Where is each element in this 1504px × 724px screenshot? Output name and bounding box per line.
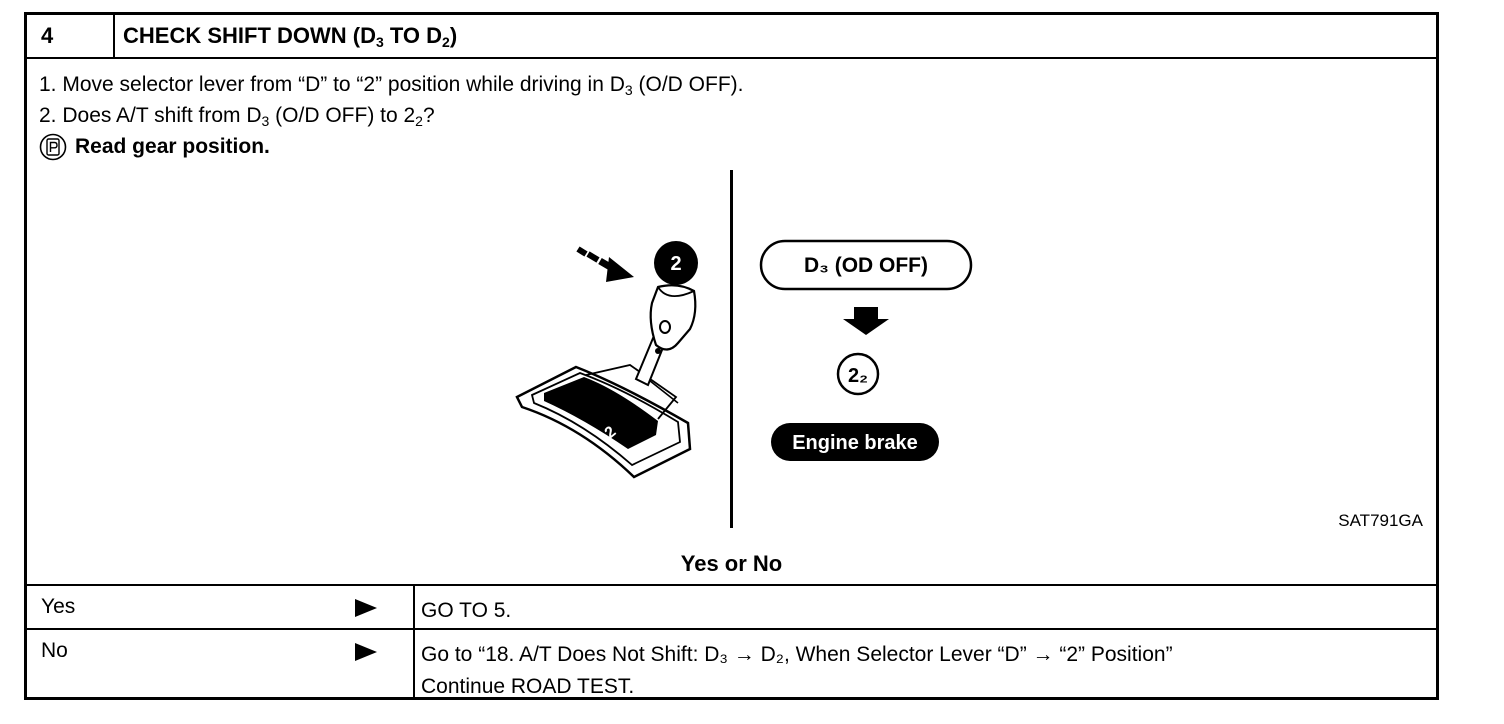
result-label: Yes [41, 595, 76, 618]
figure-divider [730, 170, 733, 528]
svg-text:D₃ (OD OFF): D₃ (OD OFF) [804, 254, 928, 277]
decision-question: Yes or No [680, 551, 783, 576]
svg-text:Engine brake: Engine brake [792, 432, 918, 454]
row-divider [413, 630, 415, 700]
result-action: GO TO 5. [421, 599, 512, 622]
svg-text:2: 2 [670, 253, 681, 275]
shift-flow-diagram: D₃ (OD OFF) 2₂ Engine brake [759, 239, 973, 461]
step-number: 4 [27, 15, 115, 57]
selector-lever [634, 284, 697, 387]
flow-to-circle: 2₂ [836, 352, 880, 396]
p-circle-icon [39, 134, 67, 161]
down-arrow-icon [843, 307, 889, 335]
diagnostic-procedure-card: 4 CHECK SHIFT DOWN (D3 TO D2) 1. Move se… [24, 12, 1439, 700]
instruction-step-2: 2. Does A/T shift from D3 (O/D OFF) to 2… [39, 104, 435, 129]
engine-brake-label: Engine brake [771, 423, 939, 461]
step-title: CHECK SHIFT DOWN (D3 TO D2) [123, 23, 458, 50]
step-header: 4 CHECK SHIFT DOWN (D3 TO D2) [27, 15, 1436, 59]
play-arrow-icon [355, 643, 377, 661]
result-label: No [41, 639, 68, 662]
result-action: Go to “18. A/T Does Not Shift: D₃ → D₂, … [421, 643, 1173, 698]
shift-gate: 2 [515, 364, 692, 479]
play-arrow-icon [355, 599, 377, 617]
push-arrow-icon [576, 246, 634, 282]
figure-code: SAT791GA [1338, 511, 1423, 530]
instruction-list: 1. Move selector lever from “D” to “2” p… [39, 69, 744, 162]
result-row-no: No Go to “18. A/T Does Not Shift: D₃ → D… [27, 628, 1436, 700]
instruction-step-1: 1. Move selector lever from “D” to “2” p… [39, 73, 744, 98]
row-divider [413, 586, 415, 628]
lever-position-badge: 2 [654, 241, 698, 285]
flow-from-box: D₃ (OD OFF) [759, 239, 973, 291]
shift-lever-illustration: 2 2 [515, 241, 698, 479]
svg-text:2₂: 2₂ [848, 365, 868, 387]
instruction-note: Read gear position. [39, 131, 744, 162]
result-row-yes: Yes GO TO 5. [27, 584, 1436, 628]
